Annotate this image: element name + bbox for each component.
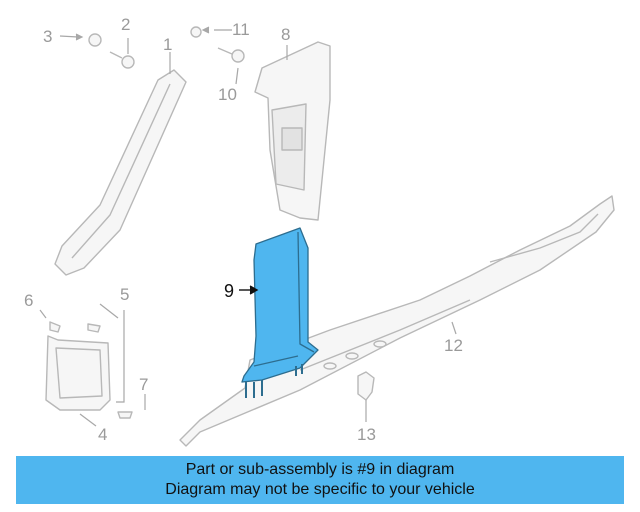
parts-diagram: 3 2 1 11 10 8 9 6 5 7 4 12 13 bbox=[24, 15, 615, 447]
callout-4: 4 bbox=[98, 425, 108, 444]
callout-7: 7 bbox=[139, 375, 149, 394]
diagram-drawing bbox=[39, 26, 615, 447]
callout-10: 10 bbox=[218, 85, 237, 104]
part-2-fastener bbox=[121, 55, 135, 69]
part-7-clip bbox=[117, 411, 133, 419]
part-11-fastener bbox=[190, 26, 202, 38]
info-banner: Part or sub-assembly is #9 in diagram Di… bbox=[16, 456, 624, 504]
callout-1: 1 bbox=[163, 35, 173, 54]
part-4-kick-panel bbox=[45, 335, 111, 411]
callout-12: 12 bbox=[444, 336, 463, 355]
part-10-fastener bbox=[231, 49, 245, 63]
callout-8: 8 bbox=[281, 25, 291, 44]
callout-13: 13 bbox=[357, 425, 376, 444]
part-3-fastener bbox=[88, 33, 102, 47]
callout-2: 2 bbox=[121, 15, 131, 34]
callout-11: 11 bbox=[232, 20, 250, 39]
callout-3: 3 bbox=[43, 27, 53, 46]
part-9-highlighted bbox=[241, 227, 319, 398]
callout-5: 5 bbox=[120, 285, 130, 304]
banner-line-2: Diagram may not be specific to your vehi… bbox=[165, 481, 475, 498]
callout-6: 6 bbox=[24, 291, 34, 310]
part-5-screw bbox=[87, 323, 101, 333]
part-13-clip bbox=[357, 371, 375, 401]
part-12-sill-trim bbox=[179, 195, 615, 447]
callout-9: 9 bbox=[224, 281, 235, 301]
banner-line-1: Part or sub-assembly is #9 in diagram bbox=[185, 461, 455, 478]
part-6-screw bbox=[49, 321, 61, 333]
part-1-a-pillar-trim bbox=[54, 69, 187, 276]
